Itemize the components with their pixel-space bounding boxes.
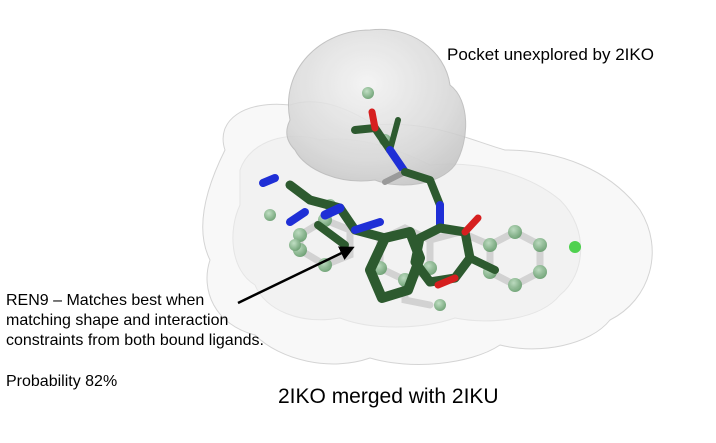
terminal-nitrogen xyxy=(259,174,279,187)
benzene-ring xyxy=(365,227,425,303)
chlorine-atom xyxy=(569,241,581,253)
ref-atom xyxy=(434,299,446,311)
ref-atom xyxy=(508,278,522,292)
ring-oxygen xyxy=(434,274,459,289)
amide-nitrogen xyxy=(386,146,409,176)
carbonyl-oxygen xyxy=(368,108,379,132)
merge-title: 2IKO merged with 2IKU xyxy=(278,385,499,408)
ref-atom xyxy=(483,238,497,252)
ref-atom xyxy=(289,239,301,251)
ren9-description: REN9 – Matches best when matching shape … xyxy=(6,292,264,349)
unexplored-pocket-bulge xyxy=(286,28,467,186)
methyl-bond xyxy=(387,117,401,153)
merged-ligand-ren9 xyxy=(259,108,499,303)
amidine-nitrogen-2 xyxy=(286,208,309,226)
ref-atom xyxy=(362,87,374,99)
lactam-oxygen xyxy=(461,214,482,236)
dimethyl-bond xyxy=(466,254,499,274)
pointer-arrow xyxy=(237,246,355,305)
ring-nh xyxy=(351,218,384,234)
binding-pocket-surface xyxy=(202,28,653,365)
pocket-label: Pocket unexplored by 2IKO xyxy=(447,45,654,64)
amidine-nitrogen-1 xyxy=(320,203,345,220)
cyclopropyl xyxy=(314,221,349,249)
ref-atom xyxy=(264,209,276,221)
ref-atom xyxy=(533,238,547,252)
probability-label: Probability 82% xyxy=(6,373,118,390)
ethyl-linker xyxy=(401,168,444,209)
ref-atom xyxy=(293,228,307,242)
ref-atom xyxy=(508,225,522,239)
ref-atom xyxy=(533,265,547,279)
